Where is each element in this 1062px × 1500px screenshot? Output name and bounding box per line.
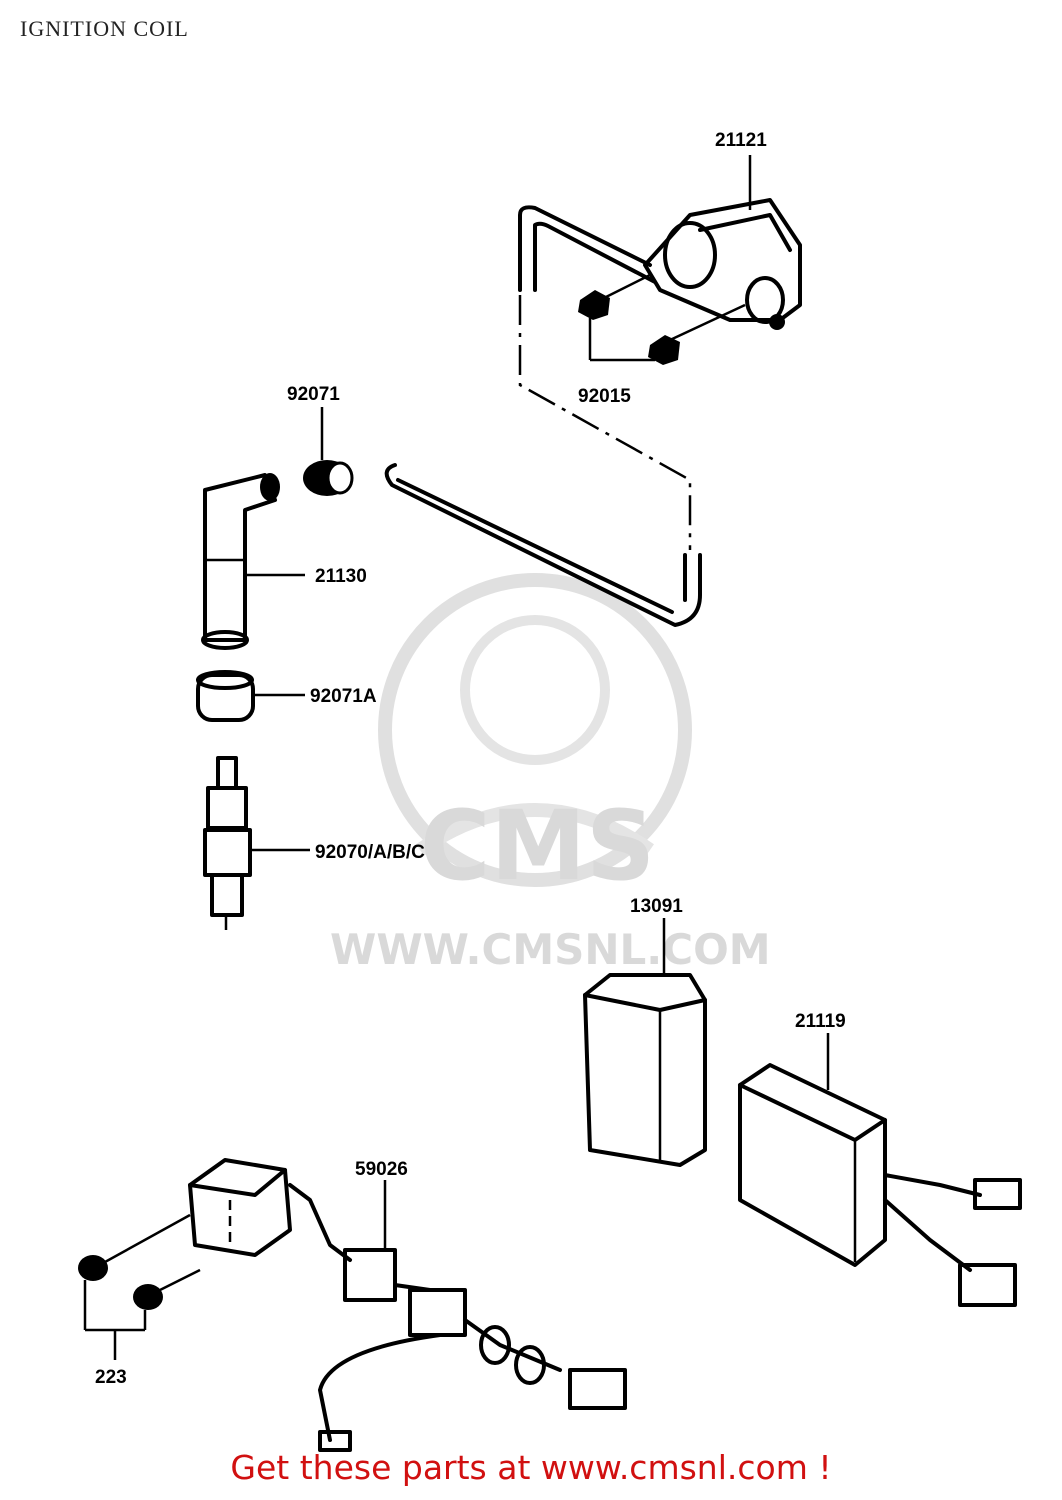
footer-link[interactable]: Get these parts at www.cmsnl.com ! xyxy=(230,1448,832,1487)
seal-part[interactable] xyxy=(303,460,354,496)
plug-cap-part[interactable] xyxy=(201,473,280,650)
diagram-title: IGNITION COIL xyxy=(20,16,189,41)
screw-part[interactable] xyxy=(78,1255,163,1310)
part-label-92071: 92071 xyxy=(287,384,340,405)
part-label-13091: 13091 xyxy=(630,896,683,917)
watermark-url: WWW.CMSNL.COM xyxy=(330,925,771,974)
part-label-21121: 21121 xyxy=(715,130,767,151)
part-label-92071a: 92071A xyxy=(310,686,377,707)
ring-part[interactable] xyxy=(196,670,255,722)
watermark-brand: CMS xyxy=(420,790,656,902)
part-label-21130: 21130 xyxy=(315,566,367,587)
spark-plug-part[interactable] xyxy=(203,756,252,930)
igniter-part[interactable] xyxy=(738,1063,1022,1307)
part-label-59026: 59026 xyxy=(355,1159,408,1180)
rubber-case-part[interactable] xyxy=(583,973,707,1167)
ignition-coil-part[interactable] xyxy=(643,198,802,330)
part-label-92015: 92015 xyxy=(578,386,631,407)
part-label-92070: 92070/A/B/C xyxy=(315,842,425,863)
pickup-coil-part[interactable] xyxy=(188,1158,627,1452)
part-label-223: 223 xyxy=(95,1367,127,1388)
nut-part[interactable] xyxy=(578,290,680,365)
high-tension-lead-part[interactable] xyxy=(384,463,702,627)
part-label-21119: 21119 xyxy=(795,1011,846,1032)
